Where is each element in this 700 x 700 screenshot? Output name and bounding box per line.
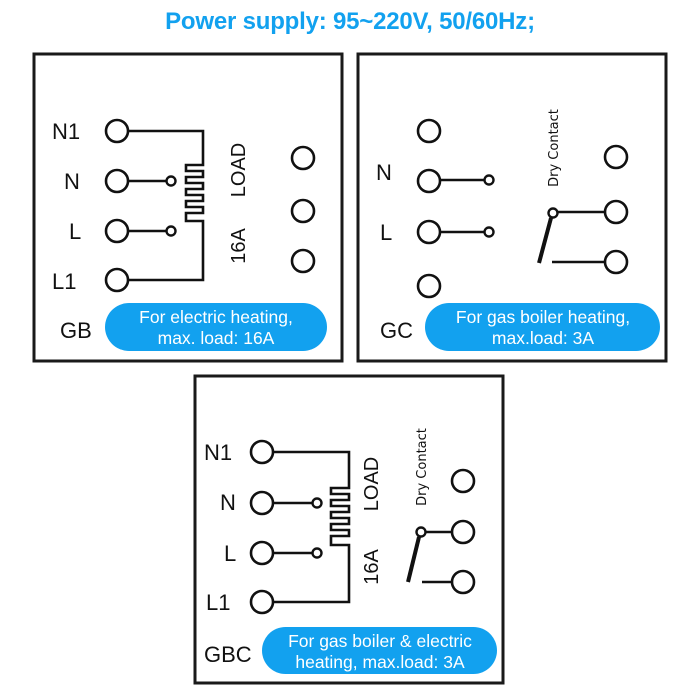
terminal-label-n: N <box>220 490 236 515</box>
model-label-gc: GC <box>380 318 413 343</box>
panel-gc: N L Dry Contact GC For gas boiler heatin… <box>356 52 668 363</box>
terminal-top <box>416 118 442 144</box>
note-pill <box>425 303 660 351</box>
dry-contact-label: Dry Contact <box>415 428 430 506</box>
rating-label: 16A <box>361 549 383 585</box>
note-pill <box>105 303 327 351</box>
terminal-right-3 <box>450 569 476 595</box>
note-line-1: For electric heating, <box>139 307 293 327</box>
terminal-right-2 <box>450 519 476 545</box>
terminal-n1 <box>249 439 275 465</box>
terminal-l <box>416 219 442 245</box>
terminal-n <box>104 168 130 194</box>
terminal-l1 <box>104 267 130 293</box>
terminal-label-l: L <box>224 541 236 566</box>
note-line-1: For gas boiler & electric <box>288 631 472 651</box>
terminal-l1 <box>249 589 275 615</box>
terminal-n <box>416 168 442 194</box>
model-label-gbc: GBC <box>204 642 252 667</box>
l-junction-dot <box>483 226 495 238</box>
terminal-l <box>104 218 130 244</box>
n-junction-dot <box>165 175 177 187</box>
terminal-label-l1: L1 <box>52 269 76 294</box>
switch-arm <box>537 217 553 264</box>
load-label: LOAD <box>228 143 250 197</box>
note-line-2: max. load: 16A <box>158 328 275 348</box>
panel-gbc: N1 N L L1 LOAD 16A Dry Contact GBC For g… <box>193 374 505 685</box>
n-junction-dot <box>311 497 323 509</box>
terminal-n1 <box>104 118 130 144</box>
terminal-bottom <box>416 273 442 299</box>
dry-contact-label: Dry Contact <box>547 109 562 187</box>
load-label: LOAD <box>361 457 383 511</box>
terminal-label-n: N <box>64 169 80 194</box>
note-line-2: heating, max.load: 3A <box>295 652 465 672</box>
l-junction-dot <box>165 225 177 237</box>
terminal-n <box>249 490 275 516</box>
model-label-gb: GB <box>60 318 92 343</box>
terminal-label-n1: N1 <box>52 119 80 144</box>
note-line-1: For gas boiler heating, <box>456 307 630 327</box>
l-junction-dot <box>311 547 323 559</box>
terminal-right-3 <box>603 249 629 275</box>
terminal-right-1 <box>603 144 629 170</box>
terminal-right-2 <box>603 199 629 225</box>
n-junction-dot <box>483 174 495 186</box>
note-line-2: max.load: 3A <box>492 328 594 348</box>
heater-wire <box>128 129 205 282</box>
terminal-label-l: L <box>69 219 81 244</box>
terminal-l <box>249 540 275 566</box>
switch-pivot <box>547 207 559 219</box>
switch-pivot <box>415 526 427 538</box>
terminal-label-l1: L1 <box>206 590 230 615</box>
panel-gb: N1 N L L1 LOAD 16A GB For electric heati… <box>32 52 344 363</box>
terminal-right-1 <box>290 145 316 171</box>
terminal-label-n1: N1 <box>204 440 232 465</box>
power-supply-title: Power supply: 95~220V, 50/60Hz; <box>165 8 535 35</box>
terminal-label-n: N <box>376 160 392 185</box>
note-pill <box>262 627 497 674</box>
terminal-right-1 <box>450 468 476 494</box>
terminal-right-3 <box>290 248 316 274</box>
heater-wire <box>273 450 351 604</box>
rating-label: 16A <box>228 228 250 264</box>
terminal-label-l: L <box>380 220 392 245</box>
switch-arm <box>406 536 421 583</box>
terminal-right-2 <box>290 198 316 224</box>
